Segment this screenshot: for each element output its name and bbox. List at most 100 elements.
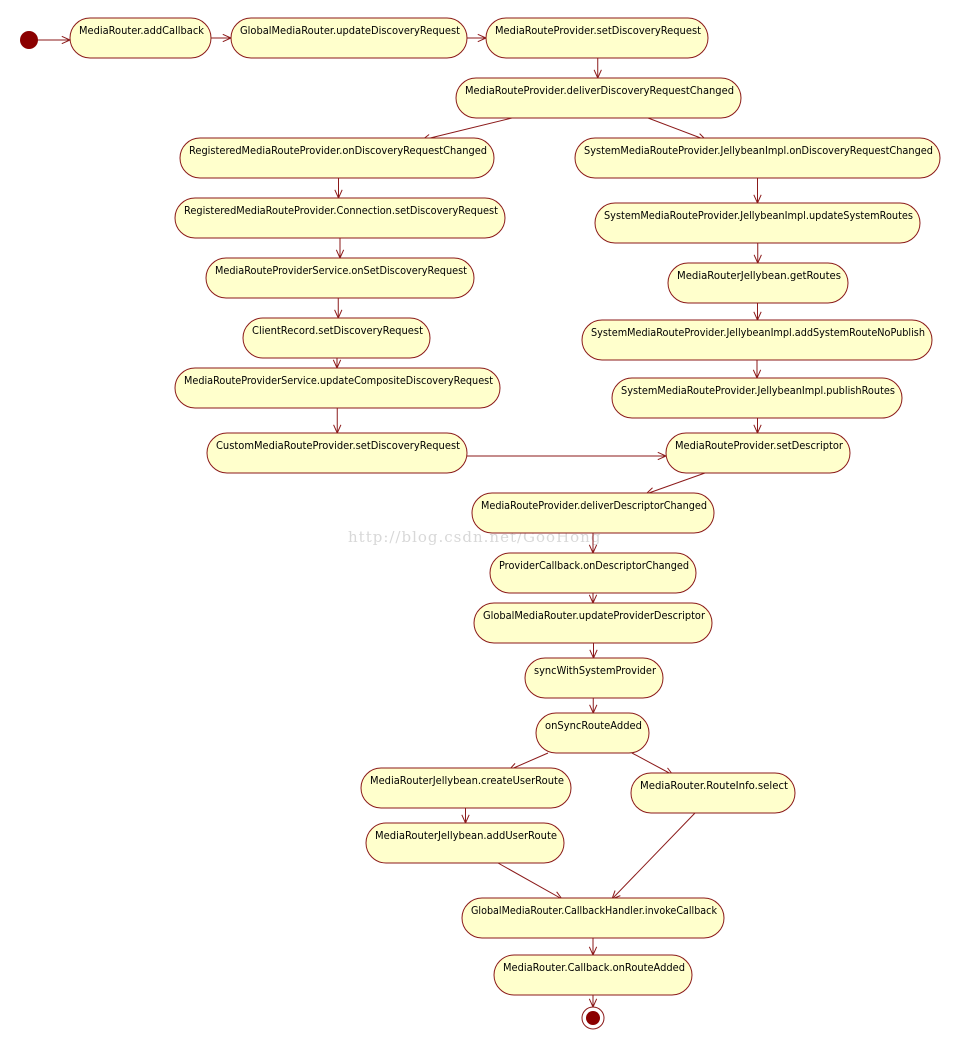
edge-n14-to-n16 xyxy=(753,418,762,435)
activity-node-box xyxy=(174,367,501,409)
activity-node-box xyxy=(581,319,933,361)
activity-node-n19: GlobalMediaRouter.updateProviderDescript… xyxy=(473,602,713,644)
activity-node-n8: SystemMediaRouteProvider.JellybeanImpl.u… xyxy=(594,202,921,244)
activity-node-label: ProviderCallback.onDescriptorChanged xyxy=(499,560,689,572)
edge-line xyxy=(497,862,563,900)
edge-start-to-n1 xyxy=(36,35,72,45)
activity-node-label: MediaRouter.Callback.onRouteAdded xyxy=(503,962,685,974)
activity-node-label: GlobalMediaRouter.updateDiscoveryRequest xyxy=(240,25,460,37)
activity-node-label: MediaRouteProvider.setDescriptor xyxy=(675,440,844,452)
edge-n2-to-n3 xyxy=(467,33,488,43)
edge-n26-to-end xyxy=(588,995,598,1009)
edge-n13-to-n15 xyxy=(333,408,342,435)
edge-n6-to-n8 xyxy=(753,178,762,205)
edge-n21-to-n23 xyxy=(631,752,675,776)
edge-line xyxy=(421,117,513,141)
activity-node-label: RegisteredMediaRouteProvider.onDiscovery… xyxy=(189,145,487,157)
activity-node-box xyxy=(485,17,709,59)
activity-node-box xyxy=(360,767,572,809)
activity-node-label: MediaRouterJellybean.getRoutes xyxy=(677,270,841,282)
activity-node-n11: ClientRecord.setDiscoveryRequest xyxy=(242,317,431,359)
activity-node-label: MediaRouteProvider.deliverDiscoveryReque… xyxy=(465,85,734,97)
activity-node-n26: MediaRouter.Callback.onRouteAdded xyxy=(493,954,693,996)
edge-line xyxy=(631,752,674,776)
edge-line xyxy=(611,812,696,900)
activity-node-box xyxy=(611,377,903,419)
activity-node-box xyxy=(179,137,495,179)
activity-node-box xyxy=(205,257,475,299)
activity-node-label: MediaRouter.RouteInfo.select xyxy=(640,780,788,792)
activity-node-box xyxy=(665,432,851,474)
activity-node-n10: MediaRouterJellybean.getRoutes xyxy=(667,262,849,304)
edge-n16-to-n17 xyxy=(644,472,706,496)
activity-node-n2: GlobalMediaRouter.updateDiscoveryRequest xyxy=(230,17,468,59)
edge-line xyxy=(645,472,706,495)
activity-node-label: SystemMediaRouteProvider.JellybeanImpl.a… xyxy=(591,327,925,339)
activity-node-box xyxy=(489,552,697,594)
activity-node-label: MediaRouteProvider.deliverDescriptorChan… xyxy=(481,500,707,512)
activity-node-label: MediaRouteProviderService.updateComposit… xyxy=(184,375,493,387)
activity-node-box xyxy=(667,262,849,304)
activity-node-n13: MediaRouteProviderService.updateComposit… xyxy=(174,367,501,409)
activity-node-label: ClientRecord.setDiscoveryRequest xyxy=(252,325,423,337)
edge-n9-to-n11 xyxy=(334,298,343,320)
edge-n10-to-n12 xyxy=(753,303,762,322)
activity-node-box xyxy=(535,712,650,754)
edge-n19-to-n20 xyxy=(589,643,598,660)
edge-line xyxy=(647,117,707,141)
edge-n11-to-n13 xyxy=(332,358,342,370)
end-node-inner-dot xyxy=(586,1011,600,1025)
activity-node-n14: SystemMediaRouteProvider.JellybeanImpl.p… xyxy=(611,377,903,419)
activity-node-n9: MediaRouteProviderService.onSetDiscovery… xyxy=(205,257,475,299)
activity-node-box xyxy=(242,317,431,359)
activity-node-n18: ProviderCallback.onDescriptorChanged xyxy=(489,552,697,594)
activity-node-n12: SystemMediaRouteProvider.JellybeanImpl.a… xyxy=(581,319,933,361)
edge-n18-to-n19 xyxy=(588,593,598,605)
activity-node-label: SystemMediaRouteProvider.JellybeanImpl.u… xyxy=(604,210,913,222)
activity-node-n23: MediaRouter.RouteInfo.select xyxy=(630,772,796,814)
activity-node-label: MediaRouterJellybean.createUserRoute xyxy=(370,775,564,787)
edge-n25-to-n26 xyxy=(588,938,598,957)
activity-node-box xyxy=(594,202,921,244)
activity-node-label: MediaRouteProviderService.onSetDiscovery… xyxy=(215,265,467,277)
activity-node-label: syncWithSystemProvider xyxy=(534,665,657,677)
start-node xyxy=(20,31,38,49)
activity-node-label: MediaRouteProvider.setDiscoveryRequest xyxy=(495,25,701,37)
activity-node-box xyxy=(493,954,693,996)
edge-n5-to-n7 xyxy=(334,178,343,200)
edge-n4-to-n6 xyxy=(647,117,708,142)
activity-node-box xyxy=(174,197,506,239)
edge-line xyxy=(508,752,549,771)
activity-node-label: RegisteredMediaRouteProvider.Connection.… xyxy=(184,205,498,217)
activity-node-box xyxy=(473,602,713,644)
edge-n22-to-n24 xyxy=(461,808,470,825)
activity-node-n7: RegisteredMediaRouteProvider.Connection.… xyxy=(174,197,506,239)
activity-node-n6: SystemMediaRouteProvider.JellybeanImpl.o… xyxy=(574,137,941,179)
activity-node-box xyxy=(471,492,715,534)
activity-node-box xyxy=(365,822,565,864)
activity-node-n22: MediaRouterJellybean.createUserRoute xyxy=(360,767,572,809)
edge-n20-to-n21 xyxy=(589,698,598,715)
activity-node-label: GlobalMediaRouter.CallbackHandler.invoke… xyxy=(471,905,718,917)
activity-node-label: GlobalMediaRouter.updateProviderDescript… xyxy=(483,610,706,622)
activity-node-box xyxy=(461,897,725,939)
activity-node-n1: MediaRouter.addCallback xyxy=(69,17,212,59)
activity-node-label: MediaRouter.addCallback xyxy=(79,25,205,37)
end-node xyxy=(581,1006,605,1030)
activity-node-n16: MediaRouteProvider.setDescriptor xyxy=(665,432,851,474)
activity-node-box xyxy=(69,17,212,59)
activity-node-n3: MediaRouteProvider.setDiscoveryRequest xyxy=(485,17,709,59)
activity-node-label: CustomMediaRouteProvider.setDiscoveryReq… xyxy=(216,440,460,452)
edge-n12-to-n14 xyxy=(752,360,762,380)
activity-node-label: MediaRouterJellybean.addUserRoute xyxy=(375,830,557,842)
activity-node-box xyxy=(574,137,941,179)
activity-node-n25: GlobalMediaRouter.CallbackHandler.invoke… xyxy=(461,897,725,939)
activity-node-n21: onSyncRouteAdded xyxy=(535,712,650,754)
activity-node-box xyxy=(206,432,468,474)
edge-n3-to-n4 xyxy=(593,58,602,80)
activity-node-n24: MediaRouterJellybean.addUserRoute xyxy=(365,822,565,864)
edge-n23-to-n25 xyxy=(611,812,696,900)
activity-node-n20: syncWithSystemProvider xyxy=(524,657,664,699)
